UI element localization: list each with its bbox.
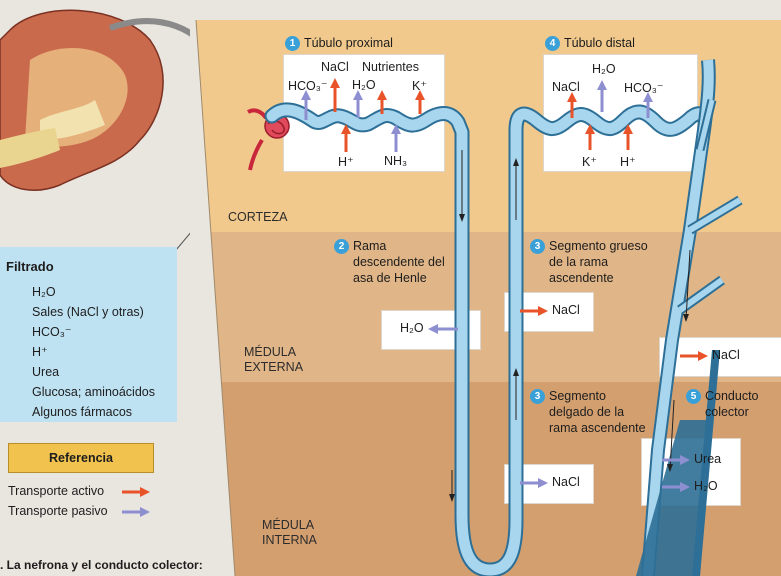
segment-title-distal-text: Túbulo distal (564, 36, 635, 50)
segment-number-3a: 3 (530, 239, 545, 255)
proximal-label-hco3: HCO₃⁻ (288, 79, 328, 93)
legend-active-label: Transporte activo (8, 484, 105, 498)
legend-title: Referencia (8, 443, 154, 473)
filtrate-item: H⁺ (32, 345, 48, 359)
filtrate-item: Glucosa; aminoácidos (32, 385, 155, 399)
filtrate-item: Sales (NaCl y otras) (32, 305, 144, 319)
distal-label-k: K⁺ (582, 155, 597, 169)
proximal-label-nacl: NaCl (321, 60, 349, 74)
zone-label-outer-line1: MÉDULA (244, 345, 297, 359)
descending-title-line3: asa de Henle (353, 271, 427, 286)
collecting-title-line2: colector (705, 405, 749, 420)
filtrate-item: Algunos fármacos (32, 405, 133, 419)
collecting-title-line1: Conducto (705, 389, 759, 403)
descending-h2o-label: H₂O (400, 321, 424, 335)
segment-number-3b: 3 (530, 389, 545, 405)
collecting-nacl-box (659, 337, 781, 377)
segment-number-2: 2 (334, 239, 349, 255)
proximal-label-nh3: NH₃ (384, 154, 408, 168)
descending-title-line2: descendente del (353, 255, 445, 270)
zone-label-outer-line2: EXTERNA (244, 360, 304, 374)
segment-title-thick-ascending: 3 Segmento grueso de la rama ascendente (530, 238, 648, 286)
segment-number-5: 5 (686, 389, 701, 405)
filtrate-list: H₂O Sales (NaCl y otras) HCO₃⁻ H⁺ Urea G… (32, 282, 177, 422)
collecting-urea-label: Urea (694, 452, 722, 466)
distal-arrows (567, 80, 653, 150)
zone-label-outer-medulla: MÉDULA EXTERNA (244, 345, 303, 375)
collecting-h2o-label: H₂O (694, 479, 718, 493)
segment-number-1: 1 (285, 36, 300, 52)
segment-title-distal: 4 Túbulo distal (545, 36, 635, 52)
zone-label-inner-line1: MÉDULA (262, 518, 315, 532)
thick-title-line2: de la rama (549, 255, 609, 270)
collecting-nacl-label: NaCl (712, 348, 740, 362)
thick-title-line1: Segmento grueso (549, 239, 648, 253)
proximal-label-h2o: H₂O (352, 78, 376, 92)
proximal-label-h: H⁺ (338, 155, 354, 169)
segment-title-descending: 2 Rama descendente del asa de Henle (334, 238, 445, 286)
distal-label-nacl: NaCl (552, 80, 580, 94)
proximal-label-k: K⁺ (412, 79, 427, 93)
distal-label-h: H⁺ (620, 155, 636, 169)
filtrate-title: Filtrado (6, 259, 54, 274)
proximal-arrows (301, 78, 425, 152)
zone-label-inner-line2: INTERNA (262, 533, 317, 547)
thin-title-line3: rama ascendente (549, 421, 646, 436)
filtrate-item: H₂O (32, 285, 56, 299)
collecting-duct (636, 59, 743, 576)
segment-title-collecting: 5 Conducto colector (686, 388, 759, 420)
distal-label-hco3: HCO₃⁻ (624, 81, 664, 95)
thin-nacl-label: NaCl (552, 475, 580, 489)
proximal-label-nutrients: Nutrientes (362, 60, 419, 74)
segment-title-proximal: 1 Túbulo proximal (285, 36, 393, 52)
zone-label-cortex: CORTEZA (228, 210, 288, 224)
descending-title-line1: Rama (353, 239, 387, 253)
filtrate-box: Filtrado H₂O Sales (NaCl y otras) HCO₃⁻ … (0, 247, 177, 422)
distal-label-h2o: H₂O (592, 62, 616, 76)
thin-title-line1: Segmento (549, 389, 606, 403)
figure-caption: . La nefrona y el conducto colector: (0, 558, 203, 572)
thick-title-line3: ascendente (549, 271, 614, 286)
segment-number-4: 4 (545, 36, 560, 52)
segment-title-proximal-text: Túbulo proximal (304, 36, 393, 50)
thick-nacl-label: NaCl (552, 303, 580, 317)
filtrate-item: HCO₃⁻ (32, 325, 72, 339)
thin-title-line2: delgado de la (549, 405, 625, 420)
filtrate-item: Urea (32, 365, 60, 379)
zone-label-inner-medulla: MÉDULA INTERNA (262, 518, 317, 548)
legend-passive-label: Transporte pasivo (8, 504, 108, 518)
segment-title-thin-ascending: 3 Segmento delgado de la rama ascendente (530, 388, 646, 436)
